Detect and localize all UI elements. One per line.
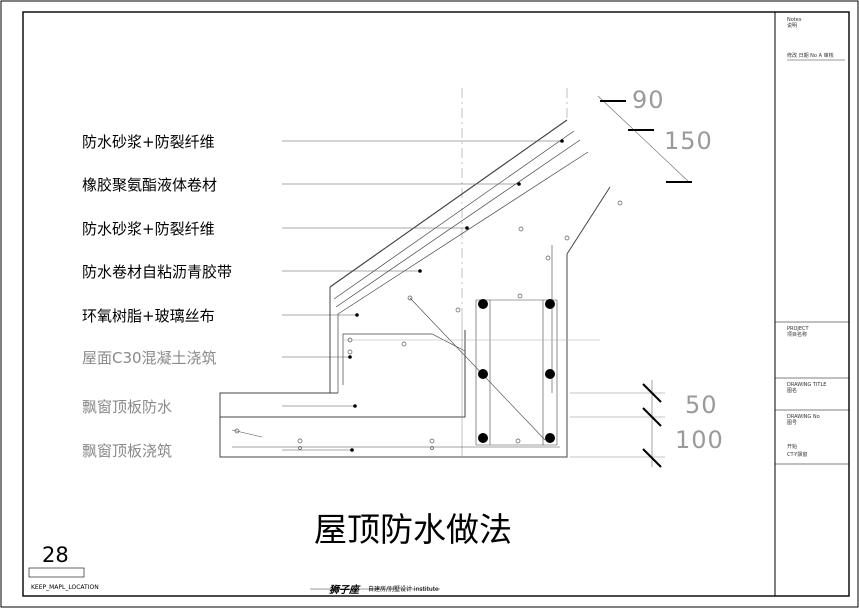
label-bay-window-waterproof: 飘窗顶板防水 [82,398,173,416]
key-plan-label: KEEP_MAPL_LOCATION [31,584,99,591]
dimension-100: 100 [675,426,724,454]
title-block-foot-b: CT-Y飘窗 [787,452,808,458]
label-bay-window-pour: 飘窗顶板浇筑 [82,442,173,460]
brand-name: 狮子座 [329,585,359,596]
label-waterproof-mortar-2: 防水砂浆+防裂纤维 [82,220,215,238]
notes-cn: 说明 [787,23,798,29]
revision-row: 修改 日期 No A 审核 [787,53,834,59]
drawing-title-en: DRAWING TITLE [787,382,827,388]
label-self-adhesive-tape: 防水卷材自粘沥青胶带 [82,263,233,281]
drawing-title-cn: 图名 [787,388,798,394]
page-number: 28 [42,543,69,567]
label-c30-concrete: 屋面C30混凝土浇筑 [82,349,217,367]
dimension-150: 150 [664,127,713,155]
title-block-foot-a: 开始 [787,444,798,450]
drawing-no-en: DRAWING No [787,414,820,420]
project-en: PROJECT [787,326,809,332]
label-epoxy-fiberglass: 环氧树脂+玻璃丝布 [82,307,215,325]
drawing-no-cn: 图号 [787,420,798,426]
drawing-title: 屋顶防水做法 [314,510,512,549]
institute-name: 自建房/别墅设计 institute [368,586,439,593]
inner-border [22,11,850,597]
notes-en: Notes [787,17,802,23]
label-rubber-polyurethane: 橡胶聚氨酯液体卷材 [82,176,218,194]
label-waterproof-mortar-1: 防水砂浆+防裂纤维 [82,133,215,151]
dimension-90: 90 [632,86,665,114]
dimension-50: 50 [685,391,718,419]
project-cn: 项目名称 [787,332,808,338]
